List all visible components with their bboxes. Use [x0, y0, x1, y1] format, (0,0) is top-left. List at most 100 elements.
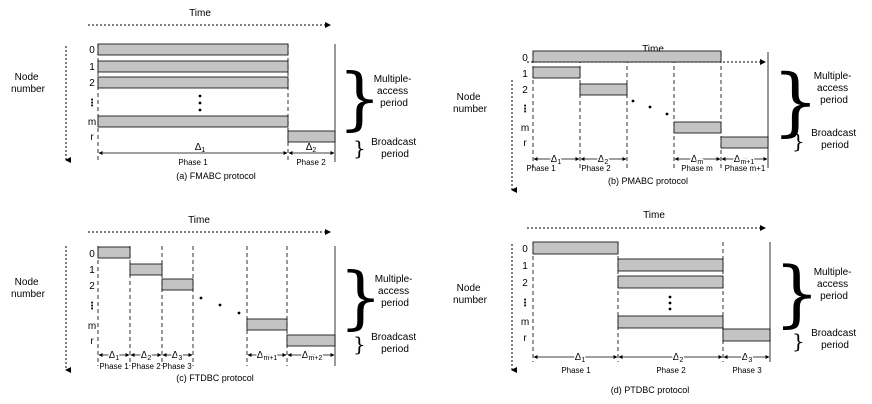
- multiple-access-brace: }: [772, 59, 819, 145]
- multiple-access-label-line: period: [820, 95, 848, 106]
- broadcast-brace: }: [792, 329, 805, 353]
- phase-delta: Δm: [691, 154, 704, 166]
- phase-name: Phase 1: [561, 366, 591, 375]
- phase-delta-subscript: 3: [178, 355, 182, 362]
- time-label: Time: [189, 8, 211, 19]
- row-label: m: [521, 317, 529, 328]
- node-axis-label: Node number: [453, 92, 488, 115]
- node-axis-label: Node number: [11, 277, 46, 300]
- node-axis-label-line-2: number: [11, 289, 46, 300]
- phase-delta-symbol: Δ: [195, 142, 202, 153]
- slot-bar-node-1: [129, 263, 163, 276]
- panel-ftdbc: Time Node number 0 1 2 ⋮ m r: [11, 215, 416, 383]
- phase-delta: Δ1: [195, 142, 206, 154]
- phase-delta: Δ2: [598, 154, 609, 166]
- row-label: 2: [89, 78, 95, 89]
- phase-delta-subscript: 1: [557, 159, 561, 166]
- node-axis-label: Node number: [453, 283, 488, 306]
- row-label: ⋮: [520, 104, 530, 115]
- continuation-dot: [199, 296, 203, 300]
- phase-spans: Δ1 Δ2 Phase 1 Phase 2: [98, 142, 335, 167]
- phase-delta-symbol: Δ: [141, 350, 148, 361]
- phase-name: Phase m: [681, 164, 713, 173]
- row-label: 0: [522, 53, 528, 64]
- phase-delta-subscript: 2: [679, 357, 683, 364]
- broadcast-brace: }: [792, 129, 805, 153]
- broadcast-label: Broadcast period: [371, 137, 419, 160]
- slot-bar-node-2: [97, 76, 289, 89]
- continuation-dot: [631, 99, 635, 103]
- panel-caption: (c) FTDBC protocol: [176, 373, 254, 383]
- multiple-access-label-line: access: [817, 279, 848, 290]
- broadcast-label: Broadcast period: [811, 328, 859, 351]
- node-axis-label-line-1: Node: [15, 72, 39, 83]
- node-axis-label-line-1: Node: [15, 277, 39, 288]
- phase-spans: Δ1 Δ2 Δ3 Δm+1 Δm+2 Phase 1 Phase 2 Phase…: [98, 349, 335, 371]
- continuation-dot: [198, 94, 202, 98]
- phase-delta-subscript: 2: [604, 159, 608, 166]
- slot-bar-node-0: [97, 246, 131, 259]
- broadcast-label-line: Broadcast: [811, 128, 856, 139]
- slot-bars: [97, 246, 336, 347]
- phase-delta: Δ3: [172, 350, 183, 362]
- row-label: 0: [89, 249, 95, 260]
- slot-bar-node-m: [246, 318, 288, 331]
- phase-delta: Δ3: [742, 352, 753, 364]
- slot-bar-node-r: [722, 328, 771, 342]
- row-labels: 0 1 2 ⋮ m r: [520, 244, 530, 344]
- phase-delta-symbol: Δ: [109, 350, 116, 361]
- multiple-access-label: Multiple- access period: [814, 267, 855, 302]
- node-axis-label-line-2: number: [453, 295, 488, 306]
- slot-bar-node-2: [579, 83, 628, 96]
- continuation-dot: [198, 108, 202, 112]
- row-labels: 0 1 2 ⋮ m r: [87, 45, 97, 143]
- panel-ptdbc: Time Node number 0 1 2 ⋮ m r: [453, 210, 859, 395]
- broadcast-label-line: period: [821, 340, 849, 351]
- row-label: ⋮: [87, 98, 97, 109]
- phase-delta-symbol: Δ: [734, 154, 741, 165]
- phase-delta: Δ1: [575, 352, 586, 364]
- phase-delta-symbol: Δ: [575, 352, 582, 363]
- phase-name: Phase 3: [162, 362, 192, 371]
- broadcast-brace: }: [353, 332, 366, 356]
- phase-name: Phase 1: [178, 158, 208, 167]
- phase-name: Phase m+1: [725, 164, 766, 173]
- phase-delta-subscript: 1: [581, 357, 585, 364]
- continuation-dots: [198, 94, 202, 112]
- node-axis-label-line-2: number: [453, 104, 488, 115]
- slot-bars: [532, 241, 771, 342]
- multiple-access-label: Multiple- access period: [814, 71, 855, 106]
- phase-delta-subscript: 3: [748, 357, 752, 364]
- panel-fmabc: Time Node number 0 1 2 ⋮ m r: [11, 8, 419, 181]
- continuation-dot: [198, 101, 202, 105]
- row-label: r: [523, 138, 527, 149]
- slot-bars: [532, 50, 769, 149]
- continuation-dot: [648, 105, 652, 109]
- row-label: 1: [522, 261, 528, 272]
- phase-delta-subscript: m+1: [263, 355, 277, 362]
- panel-caption: (d) PTDBC protocol: [611, 385, 690, 395]
- time-label: Time: [642, 44, 664, 55]
- multiple-access-brace: }: [338, 60, 381, 139]
- phase-name: Phase 2: [656, 366, 686, 375]
- slot-bar-node-m: [617, 315, 724, 329]
- phase-delta-subscript: 1: [201, 147, 205, 154]
- multiple-access-label-line: Multiple-: [814, 267, 852, 278]
- row-label: 2: [89, 281, 95, 292]
- slot-bar-node-m: [673, 121, 722, 134]
- phase-delta-symbol: Δ: [598, 154, 605, 165]
- panel-caption: (b) PMABC protocol: [608, 176, 688, 186]
- multiple-access-label-line: access: [378, 286, 409, 297]
- multiple-access-brace: }: [774, 251, 820, 335]
- slot-bar-node-1: [97, 60, 289, 73]
- panel-caption: (a) FMABC protocol: [176, 171, 256, 181]
- multiple-access-label-line: period: [380, 98, 408, 109]
- broadcast-label-line: Broadcast: [811, 328, 856, 339]
- slot-bar-node-0: [97, 43, 289, 56]
- continuation-dot: [665, 112, 669, 116]
- row-label: ⋮: [520, 298, 530, 309]
- continuation-dot: [668, 307, 672, 311]
- multiple-access-label-line: Multiple-: [814, 71, 852, 82]
- phase-delta: Δ1: [109, 350, 120, 362]
- continuation-dot: [668, 301, 672, 305]
